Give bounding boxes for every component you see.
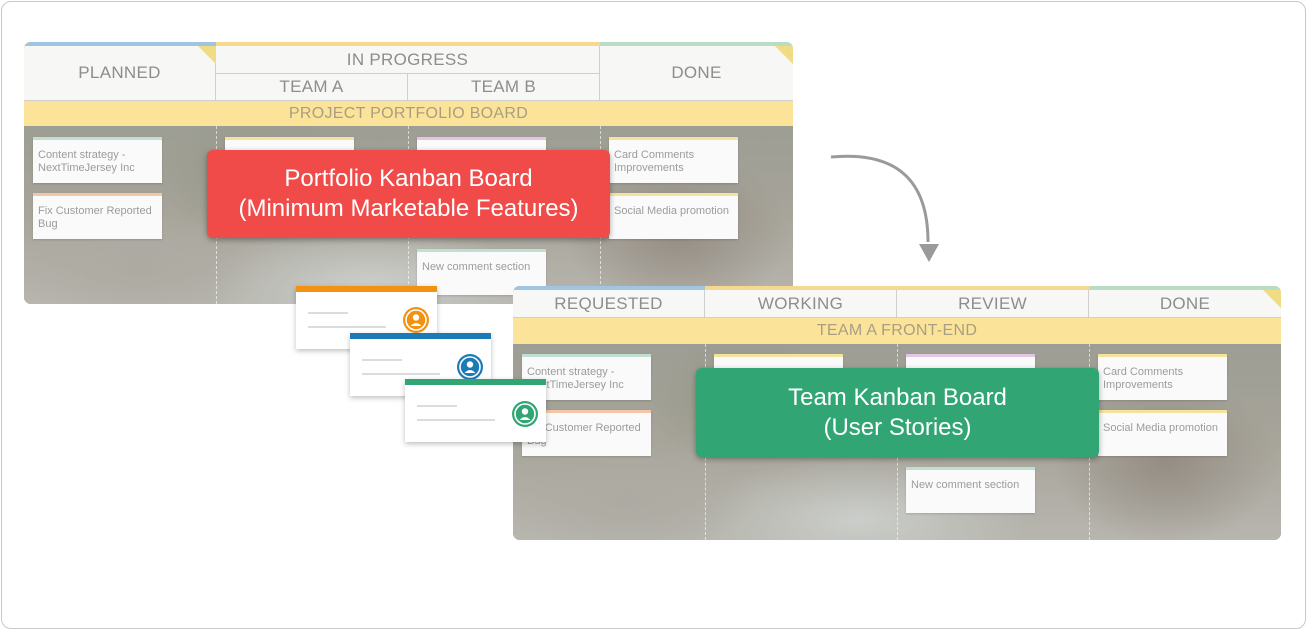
portfolio-board: PLANNED IN PROGRESS TEAM A TEAM B DONE P…	[24, 42, 793, 304]
story-card-green	[405, 379, 546, 442]
portfolio-board-label: Portfolio Kanban Board (Minimum Marketab…	[207, 150, 610, 238]
card[interactable]: Fix Customer Reported Bug	[33, 193, 162, 239]
card[interactable]: Content strategy - NextTimeJersey Inc	[33, 137, 162, 183]
card[interactable]: Card Comments Improvements	[1098, 354, 1227, 400]
column-working[interactable]: WORKING	[705, 290, 897, 318]
card[interactable]: Content strategy - NextTimeJersey Inc	[522, 354, 651, 400]
column-planned[interactable]: PLANNED	[24, 46, 216, 101]
card[interactable]: New comment section	[906, 467, 1035, 513]
column-requested[interactable]: REQUESTED	[513, 290, 705, 318]
team-board-label: Team Kanban Board (User Stories)	[696, 368, 1099, 457]
user-icon	[512, 401, 538, 427]
column-done[interactable]: DONE	[1089, 290, 1281, 318]
column-review[interactable]: REVIEW	[897, 290, 1089, 318]
column-team-b[interactable]: TEAM B	[408, 74, 600, 101]
card[interactable]: Social Media promotion	[1098, 410, 1227, 456]
user-icon	[457, 354, 483, 380]
board-title-band: TEAM A FRONT-END	[513, 318, 1281, 344]
column-team-a[interactable]: TEAM A	[216, 74, 408, 101]
column-done[interactable]: DONE	[600, 46, 793, 101]
card[interactable]: Social Media promotion	[609, 193, 738, 239]
card[interactable]: Card Comments Improvements	[609, 137, 738, 183]
board-title-band: PROJECT PORTFOLIO BOARD	[24, 101, 793, 126]
column-in-progress[interactable]: IN PROGRESS	[216, 46, 600, 74]
user-icon	[403, 307, 429, 333]
